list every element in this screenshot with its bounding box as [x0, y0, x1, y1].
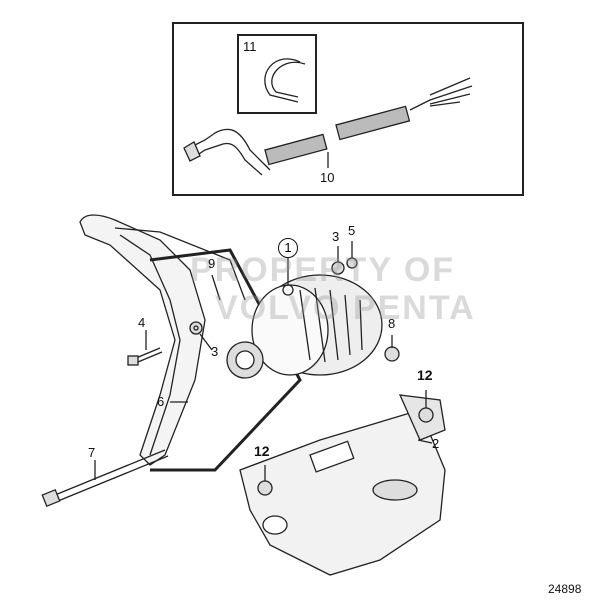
bolt-4 — [127, 330, 163, 366]
leader-lines — [170, 241, 433, 481]
harness-inset-frame — [172, 22, 524, 196]
reference-number: 24898 — [548, 582, 582, 596]
cable-clip — [264, 58, 306, 103]
alternator — [226, 257, 383, 379]
callout-2: 2 — [432, 436, 440, 451]
callout-12-right: 12 — [417, 367, 433, 383]
callout-11: 11 — [243, 39, 257, 54]
watermark-line-2: VOLVO PENTA — [215, 289, 476, 327]
callout-6: 6 — [157, 394, 165, 409]
callout-12-left: 12 — [254, 443, 270, 459]
clip-inset-frame — [237, 34, 317, 114]
watermark-line-1: PROPERTY OF — [190, 251, 456, 289]
callout-1: 1 — [278, 238, 298, 258]
callout-3-top: 3 — [332, 229, 340, 244]
callout-10: 10 — [320, 170, 335, 185]
drive-belt — [149, 248, 302, 472]
bolt-7 — [41, 449, 169, 508]
callout-8: 8 — [388, 316, 396, 331]
cable-harness — [183, 77, 473, 176]
callout-3-left: 3 — [211, 344, 219, 359]
callout-4: 4 — [138, 315, 146, 330]
washers-and-nuts — [189, 257, 434, 496]
callout-7: 7 — [88, 445, 96, 460]
callout-9: 9 — [208, 256, 216, 271]
callout-5: 5 — [348, 223, 356, 238]
